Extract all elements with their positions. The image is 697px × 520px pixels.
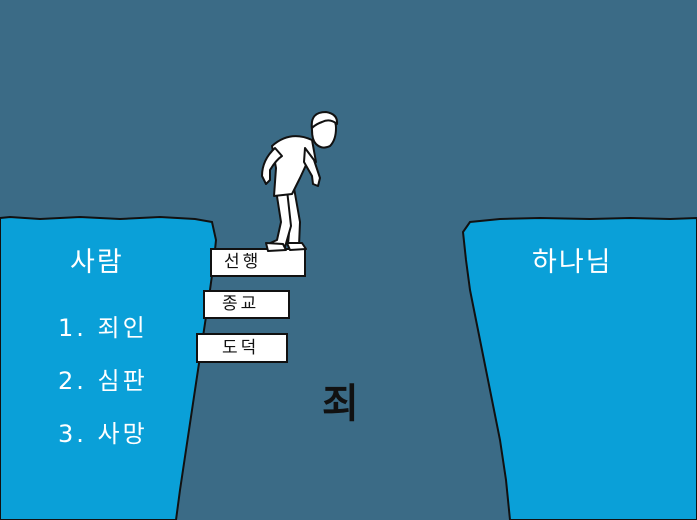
right-cliff-title: 하나님	[532, 247, 613, 278]
left-cliff-item-2: 2. 심판	[58, 367, 148, 395]
step-label-2: 종교	[222, 294, 260, 314]
step-label-3: 도덕	[222, 338, 260, 358]
gap-label: 죄	[322, 381, 359, 427]
step-block-2	[203, 290, 290, 319]
left-cliff-title: 사람	[70, 247, 124, 278]
person-figure	[261, 111, 339, 252]
step-block-3	[196, 333, 288, 363]
right-cliff	[461, 216, 697, 520]
left-cliff-item-1: 1. 죄인	[58, 314, 148, 342]
step-label-1: 선행	[224, 252, 262, 272]
step-block-1	[210, 248, 306, 277]
left-cliff-item-3: 3. 사망	[58, 420, 148, 448]
